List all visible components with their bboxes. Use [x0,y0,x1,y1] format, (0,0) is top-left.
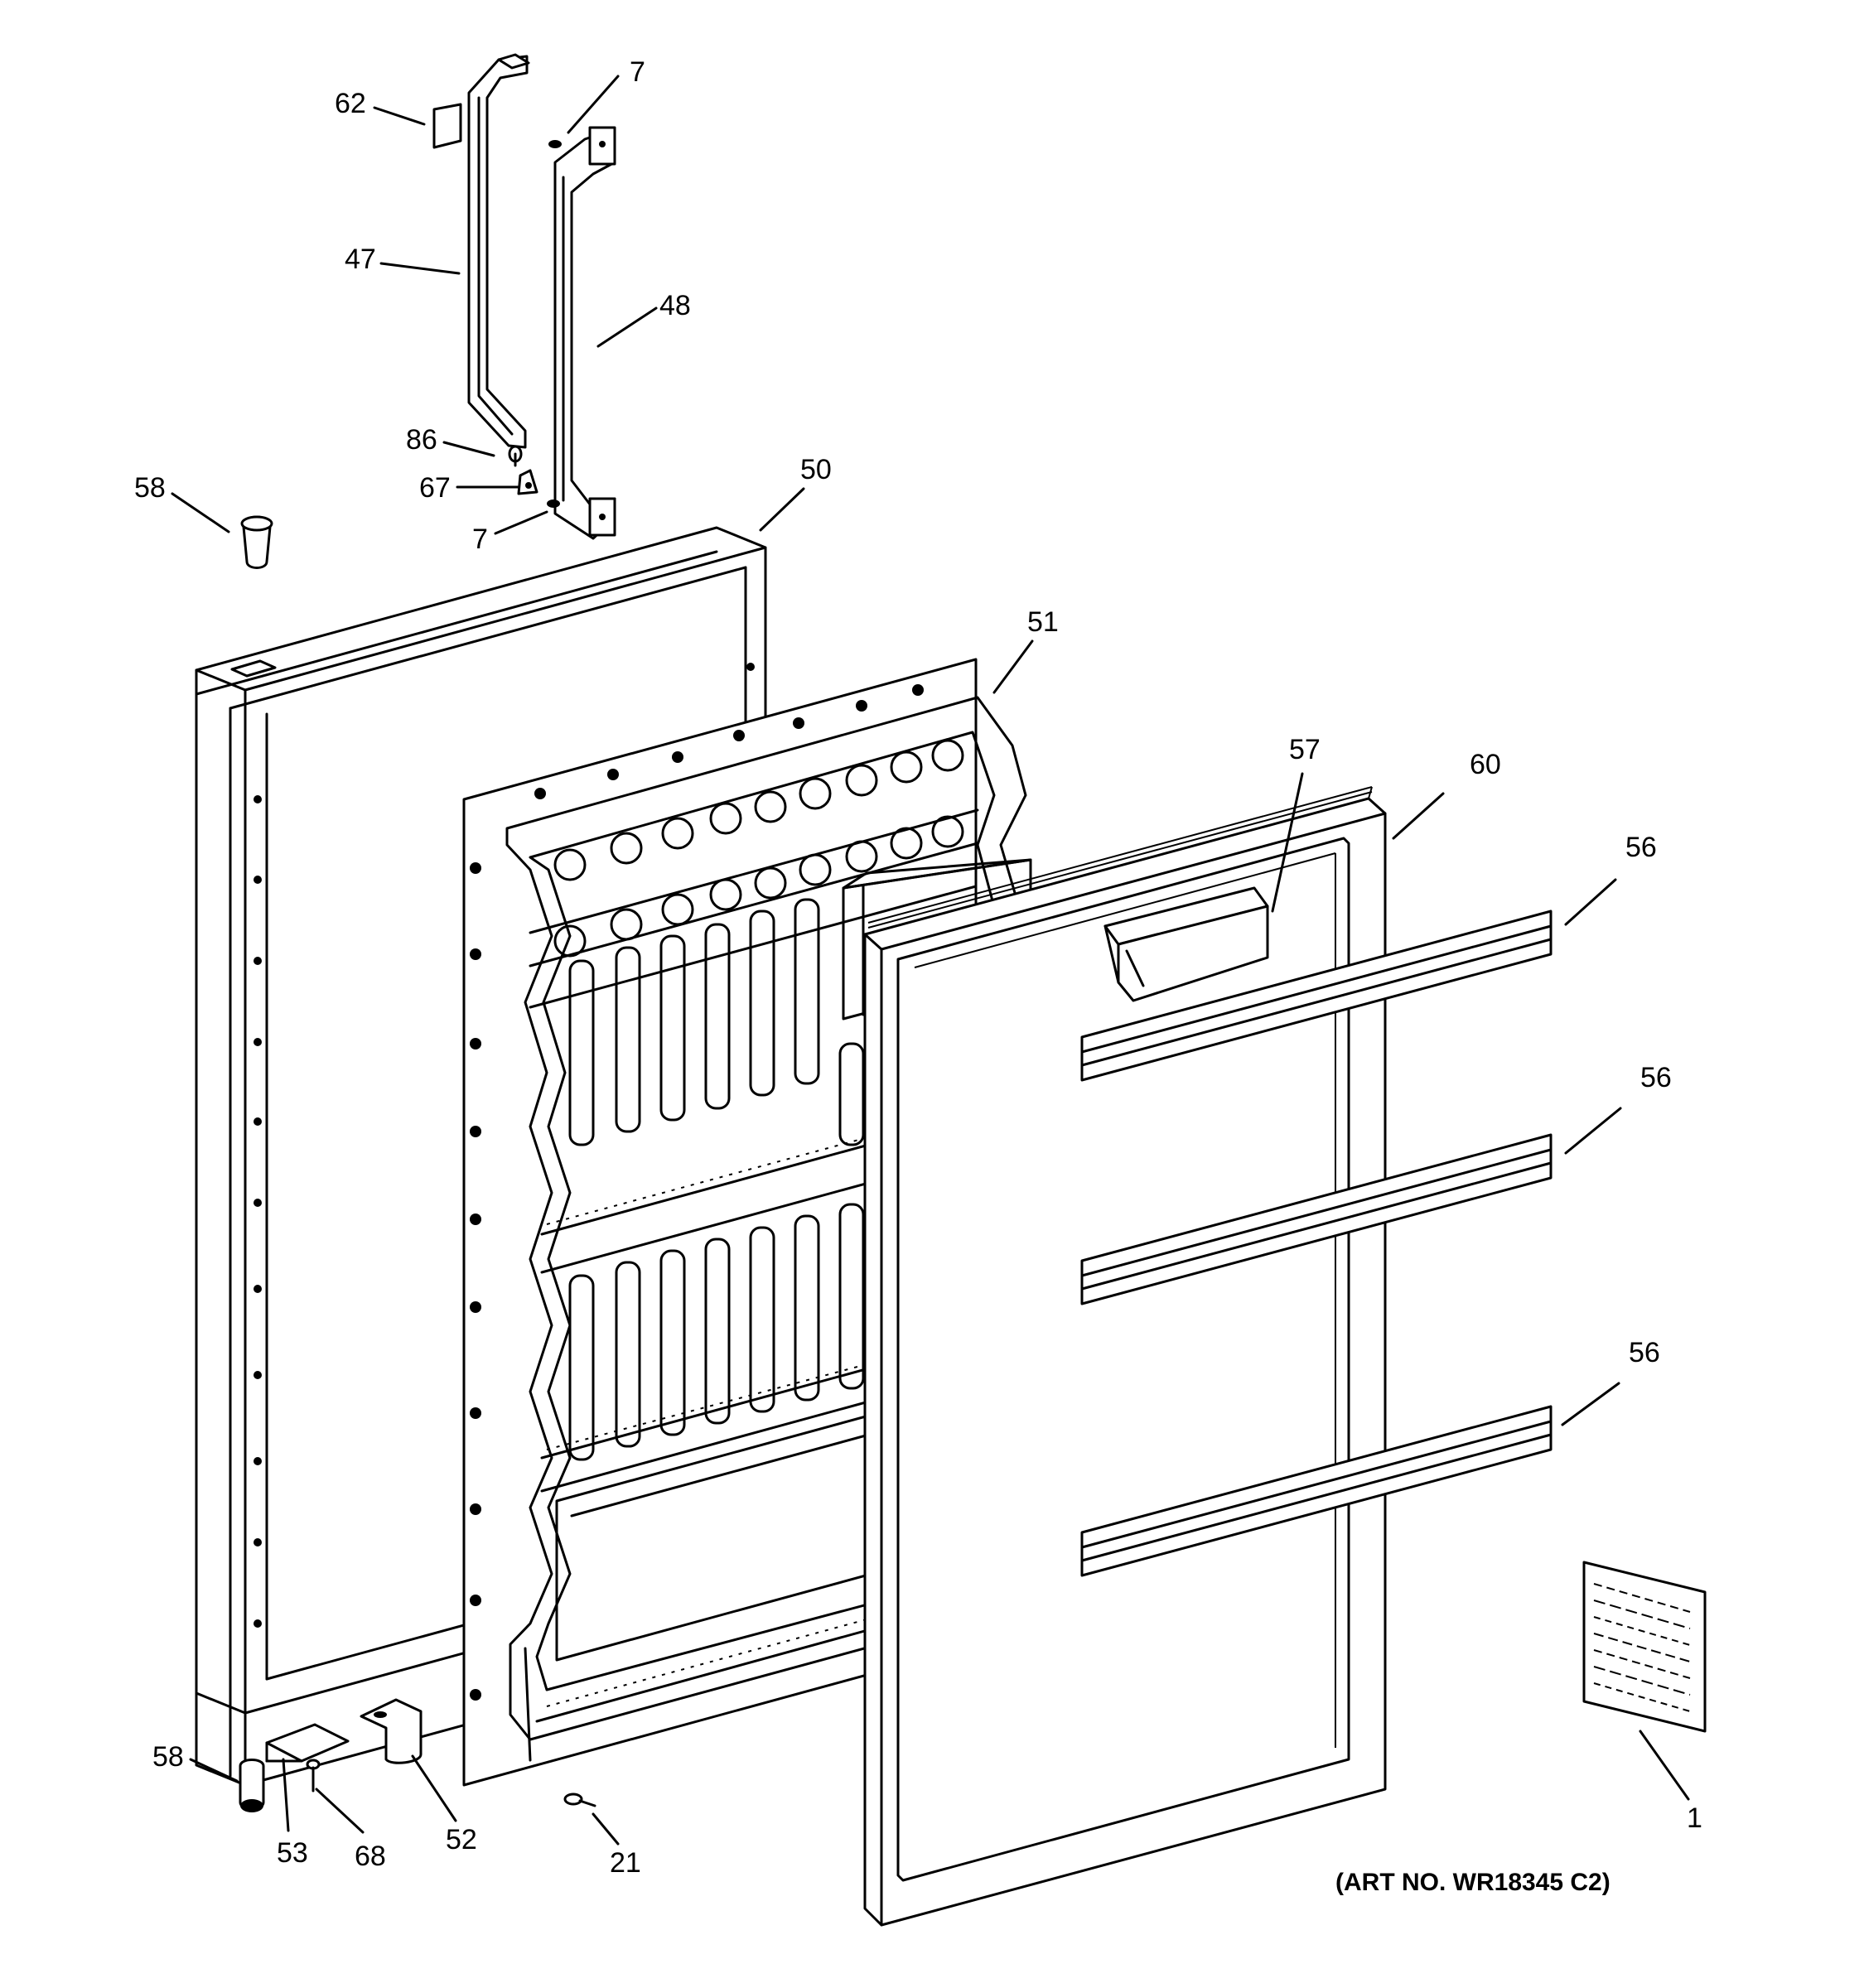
callout-58-bottom: 58 [152,1741,184,1773]
leader-lines [171,75,1690,1846]
screw-7-bottom [547,499,560,508]
callout-7-top: 7 [630,56,645,88]
shelf-rail-lower [1080,1405,1553,1577]
callout-56-lower: 56 [1629,1337,1660,1368]
callout-68: 68 [355,1841,386,1872]
callout-67: 67 [419,472,451,504]
callout-58-top: 58 [134,472,166,504]
hinge-cover-52 [360,1698,423,1764]
callout-56-upper: 56 [1625,832,1657,863]
callout-53: 53 [277,1837,308,1869]
callout-57: 57 [1289,734,1321,765]
callout-52: 52 [446,1824,477,1855]
screw-86 [508,445,523,467]
instruction-label-1 [1582,1561,1707,1733]
art-number: (ART NO. WR18345 C2) [1335,1869,1610,1896]
callout-86: 86 [406,424,437,456]
clip-67 [517,469,538,495]
screw-68 [306,1759,321,1793]
screw-21 [563,1793,596,1807]
callout-48: 48 [659,290,691,321]
panel-rivets [254,663,755,1628]
callout-1: 1 [1687,1802,1702,1834]
bracket-57 [1103,886,1269,1002]
callout-56-middle: 56 [1640,1062,1672,1093]
liner-screw-holes [470,684,924,1701]
liner-bosses-row1 [553,739,964,881]
shelf-rail-middle [1080,1133,1553,1305]
handle-trim-47 [467,53,530,449]
callout-51: 51 [1027,606,1059,638]
callout-60: 60 [1470,749,1501,780]
door-handle-48 [553,126,616,540]
callout-21: 21 [610,1847,641,1879]
hinge-bushing-58-top [240,515,273,569]
callout-47: 47 [345,244,376,275]
screw-7-top [548,140,562,148]
hinge-bracket-53 [265,1723,350,1763]
door-gasket [863,786,1387,1927]
callout-62: 62 [335,88,366,119]
liner-bosses-row2 [553,815,964,958]
callout-50: 50 [800,454,832,485]
callout-labels: 62 7 47 48 86 67 7 58 50 51 57 60 56 56 … [134,56,1702,1879]
trim-nameplate-62 [432,103,462,149]
hinge-bushing-58-bottom [239,1759,265,1812]
callout-7-bottom: 7 [472,524,488,555]
shelf-rail-upper [1080,910,1553,1082]
